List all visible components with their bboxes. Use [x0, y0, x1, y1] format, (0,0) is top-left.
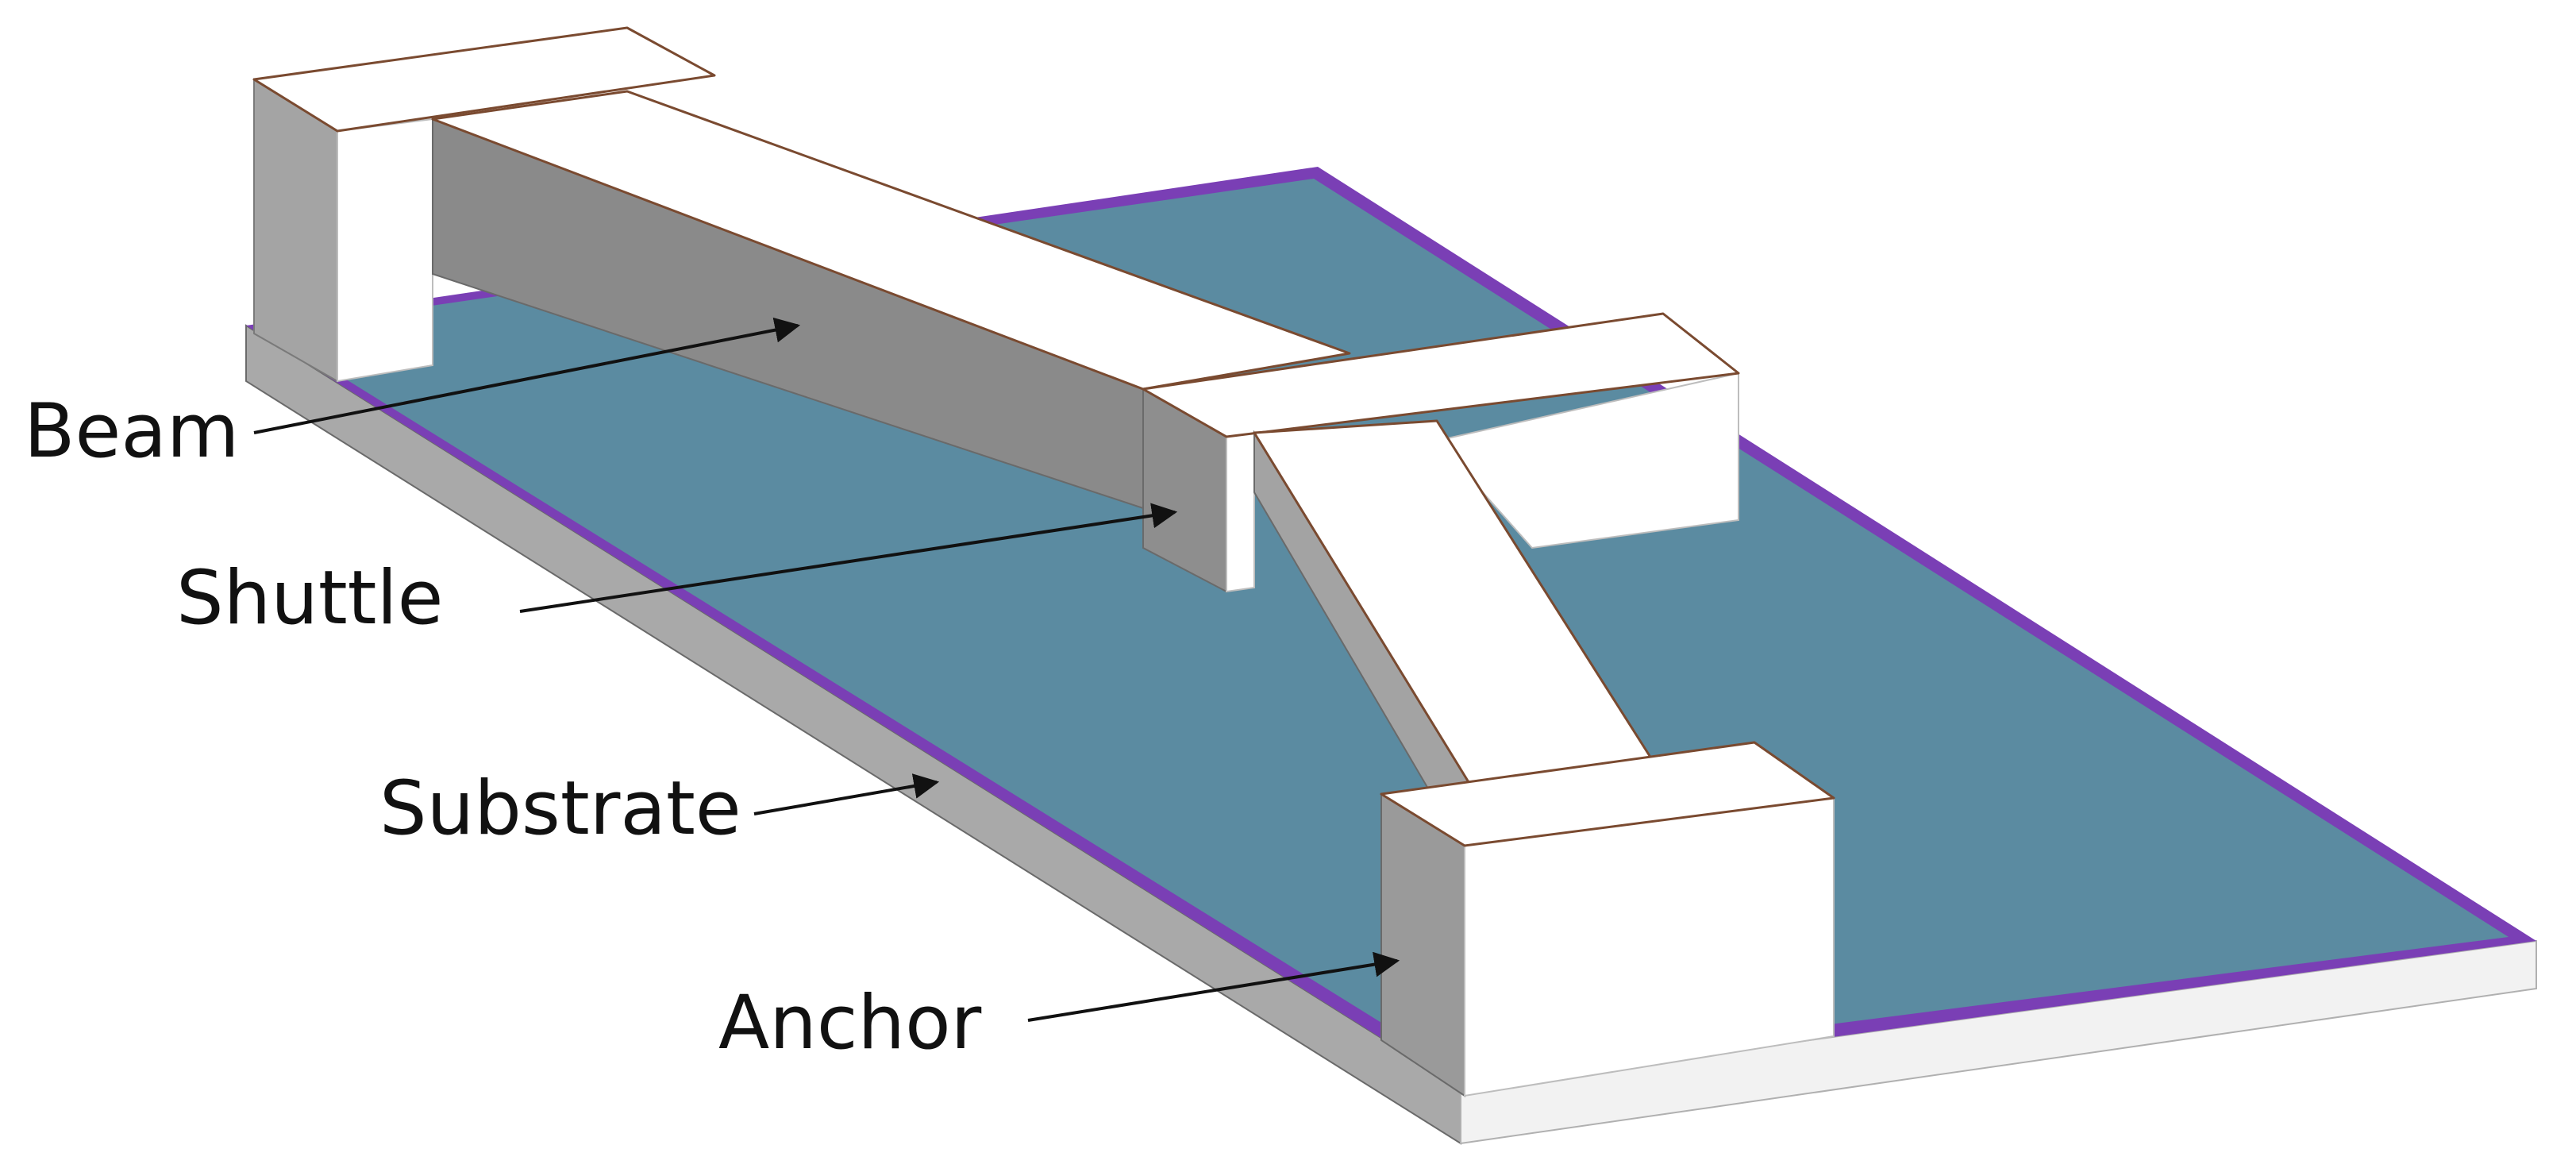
beam-arrow: [253, 317, 801, 434]
anchor-arrow: [1027, 951, 1400, 1022]
shuttle-left-end-front: [1226, 431, 1255, 593]
leader-lines: [253, 317, 1400, 1022]
substrate-arrow: [753, 773, 940, 815]
beam-top: [431, 90, 1351, 391]
right-anchor: [1380, 741, 1835, 1097]
labels: Beam Shuttle Substrate Anchor: [24, 388, 982, 1066]
shuttle-arrow: [519, 503, 1178, 613]
anchor-label: Anchor: [718, 980, 982, 1066]
shuttle-right-end-front: [1435, 372, 1739, 549]
shuttle: [1142, 312, 1740, 593]
shuttle-label: Shuttle: [176, 555, 443, 642]
left-anchor-front: [337, 118, 433, 383]
left-anchor-top: [252, 26, 716, 133]
left-anchor: [252, 26, 716, 383]
shuttle-top: [1142, 312, 1740, 438]
beam-label: Beam: [24, 388, 240, 475]
right-anchor-top: [1380, 741, 1835, 847]
substrate-label: Substrate: [379, 765, 741, 852]
